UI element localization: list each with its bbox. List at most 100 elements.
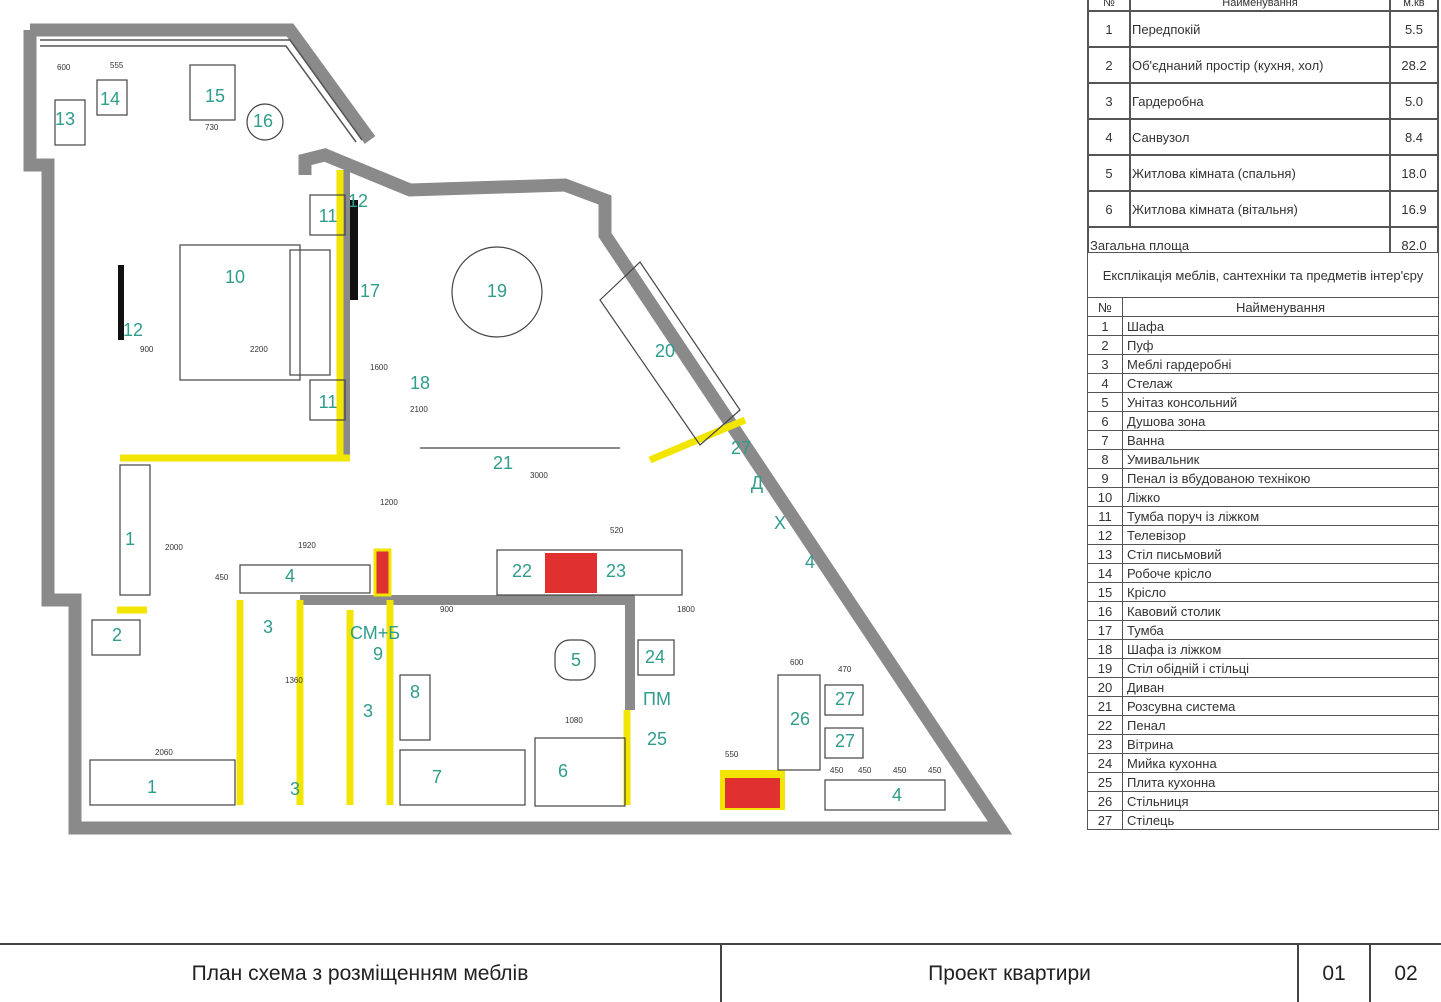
room-name: Житлова кімната (вітальня) [1129, 190, 1391, 228]
plan-label: 14 [100, 89, 120, 109]
room-area: 8.4 [1389, 118, 1439, 156]
plan-label: 20 [655, 341, 675, 361]
room-area: 5.0 [1389, 82, 1439, 120]
room-name: Передпокій [1129, 10, 1391, 48]
item-name: Диван [1122, 677, 1439, 697]
room-no: 4 [1087, 118, 1131, 156]
plan-label: 10 [225, 267, 245, 287]
plan-label: 11 [319, 392, 338, 412]
room-no: 2 [1087, 46, 1131, 84]
dimension-label: 520 [610, 526, 624, 535]
item-name: Плита кухонна [1122, 772, 1439, 792]
item-no: 24 [1087, 753, 1123, 773]
item-no: 18 [1087, 639, 1123, 659]
plan-label: 8 [410, 682, 420, 702]
item-no: 9 [1087, 468, 1123, 488]
project-name: Проект квартири [722, 945, 1299, 1002]
furniture [54, 64, 946, 811]
plan-label: 11 [319, 206, 338, 226]
plan-label: 3 [363, 701, 373, 721]
dimension-label: 1360 [285, 676, 303, 685]
plan-label: 23 [606, 561, 626, 581]
item-no: 27 [1087, 810, 1123, 830]
col-area: м.кв [1389, 0, 1439, 12]
plan-label: 3 [263, 617, 273, 637]
dimension-label: 900 [440, 605, 454, 614]
item-no: 19 [1087, 658, 1123, 678]
plan-label: 2 [112, 625, 122, 645]
room-name: Санвузол [1129, 118, 1391, 156]
item-name: Унітаз консольний [1122, 392, 1439, 412]
dimension-label: 450 [928, 766, 942, 775]
item-name: Пуф [1122, 335, 1439, 355]
room-area: 18.0 [1389, 154, 1439, 192]
room-no: 3 [1087, 82, 1131, 120]
oven-block [545, 553, 597, 593]
walls [23, 23, 1013, 835]
item-name: Умивальник [1122, 449, 1439, 469]
item-name: Мийка кухонна [1122, 753, 1439, 773]
item-no: 7 [1087, 430, 1123, 450]
plan-label: 4 [805, 552, 815, 572]
item-name: Тумба [1122, 620, 1439, 640]
dimension-label: 1080 [565, 716, 583, 725]
plan-label: 27 [835, 731, 855, 751]
room-name: Об'єднаний простір (кухня, хол) [1129, 46, 1391, 84]
col-name: Найменування [1122, 297, 1439, 317]
dimension-label: 470 [838, 665, 852, 674]
plan-label: 12 [123, 320, 143, 340]
plan-label: 12 [348, 191, 368, 211]
outer-wall [30, 23, 376, 144]
title-block: План схема з розміщенням меблів Проект к… [0, 943, 1441, 1002]
item-no: 10 [1087, 487, 1123, 507]
dimension-label: 600 [790, 658, 804, 667]
outer-wall [23, 30, 1013, 835]
item-name: Кавовий столик [1122, 601, 1439, 621]
room-area: 16.9 [1389, 190, 1439, 228]
item-no: 15 [1087, 582, 1123, 602]
dimension-label: 550 [725, 750, 739, 759]
item-no: 11 [1087, 506, 1123, 526]
item-no: 22 [1087, 715, 1123, 735]
item-no: 23 [1087, 734, 1123, 754]
room-no: 5 [1087, 154, 1131, 192]
plan-label: 25 [647, 729, 667, 749]
dimension-label: 600 [57, 63, 71, 72]
plan-label: 1 [125, 529, 135, 549]
item-name: Телевізор [1122, 525, 1439, 545]
item-name: Стіл обідній і стільці [1122, 658, 1439, 678]
item-name: Крісло [1122, 582, 1439, 602]
dimension-label: 1920 [298, 541, 316, 550]
furniture-caption: Експлікація меблів, сантехніки та предме… [1087, 252, 1439, 298]
plan-label: 24 [645, 647, 665, 667]
item-name: Шафа із ліжком [1122, 639, 1439, 659]
appliances [118, 200, 785, 810]
item-no: 20 [1087, 677, 1123, 697]
plan-label: 7 [432, 767, 442, 787]
dimension-label: 1800 [677, 605, 695, 614]
plan-label: 13 [55, 109, 75, 129]
yellow-partitions [117, 170, 747, 805]
plan-label: 18 [410, 373, 430, 393]
item-no: 14 [1087, 563, 1123, 583]
drawing-title: План схема з розміщенням меблів [0, 945, 722, 1002]
item-no: 5 [1087, 392, 1123, 412]
plan-label: 27 [731, 438, 751, 458]
dimension-label: 450 [858, 766, 872, 775]
plan-label: 26 [790, 709, 810, 729]
item-no: 1 [1087, 316, 1123, 336]
